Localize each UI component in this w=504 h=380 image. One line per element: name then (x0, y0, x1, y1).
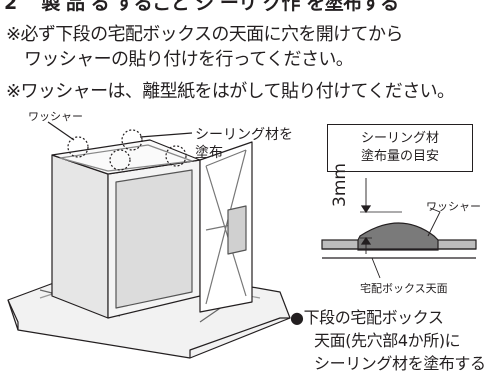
guide-base-label: 宅配ボックス天面 (360, 282, 448, 295)
instruction-line1: 下段の宅配ボックス (303, 308, 444, 327)
guide-title-line2: 塗布量の目安 (360, 149, 439, 164)
washer-label: ワッシャー (28, 110, 83, 123)
washer-marker (165, 145, 187, 167)
note-release-paper: ※ワッシャーは、離型紙をはがして貼り付けてください。 (6, 81, 455, 102)
instruction-line2: 天面(先穴部4か所)に (314, 331, 461, 350)
sealant-label-line2: 塗布 (195, 145, 223, 161)
instruction-line3: シーリング材を塗布する (314, 354, 486, 373)
dimension-label: 3mm (330, 163, 350, 207)
bullet-icon: ● (290, 308, 304, 327)
washer-marker (67, 136, 89, 158)
guide-washer-label: ワッシャー (426, 200, 481, 213)
washer-marker (121, 129, 143, 151)
sealant-label-line1: シーリング材を (195, 127, 293, 143)
instruction-text: ●下段の宅配ボックス 天面(先穴部4か所)に シーリング材を塗布する (290, 306, 486, 375)
guide-title-line1: シーリング材 (360, 131, 439, 146)
sealant-cross-section (321, 178, 477, 279)
sealant-guide-title: シーリング材 塗布量の目安 (327, 124, 473, 172)
note-hole-first: ※必ず下段の宅配ボックスの天面に穴を開けてから (6, 24, 403, 45)
washer-marker (109, 149, 131, 171)
note-hole-first-cont: ワッシャーの貼り付けを行ってください。 (24, 49, 354, 70)
cabinet-front (51, 154, 109, 319)
section-heading: 2 製 品 る すること ジ ーリ グ作 を塗布する (4, 0, 399, 14)
